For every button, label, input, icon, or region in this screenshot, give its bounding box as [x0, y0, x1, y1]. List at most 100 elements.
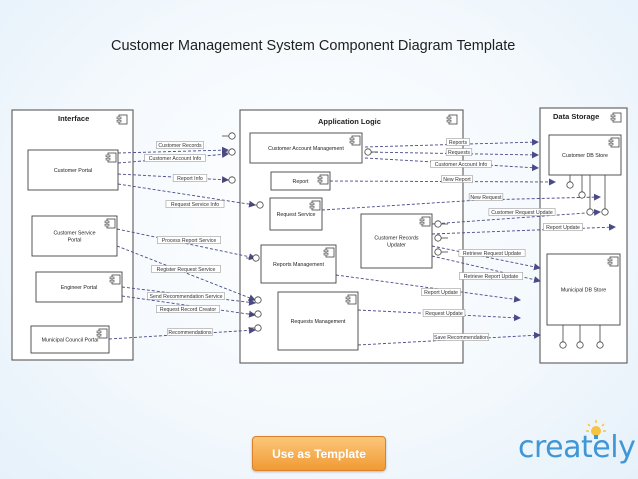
interface-port — [586, 175, 594, 216]
use-as-template-button[interactable]: Use as Template — [252, 436, 386, 471]
svg-text:Request Service Info: Request Service Info — [171, 202, 219, 208]
interface-port — [601, 175, 609, 216]
edge-recommendations[interactable] — [108, 326, 256, 340]
container-title: Data Storage — [553, 112, 599, 121]
svg-text:Request Record Creator: Request Record Creator — [160, 307, 216, 313]
svg-text:Send Recommendation Service: Send Recommendation Service — [150, 294, 223, 300]
svg-text:Reports: Reports — [449, 140, 468, 146]
component-label: Reports Management — [273, 262, 324, 268]
component-report[interactable]: Report — [270, 171, 331, 191]
interface-port — [248, 324, 262, 332]
interface-port — [576, 325, 584, 349]
component-account-mgmt[interactable]: Customer Account Management — [249, 132, 363, 164]
component-label: Municipal Council Portal — [42, 338, 99, 344]
edge-label: Send Recommendation Service — [147, 292, 225, 300]
svg-text:Retrieve Report Update: Retrieve Report Update — [464, 274, 519, 280]
component-label: Report — [293, 179, 309, 185]
interface-port — [222, 176, 236, 184]
edge-label: Report Update — [543, 223, 583, 231]
edge-report-update-2[interactable] — [335, 274, 521, 303]
svg-text:Report Update: Report Update — [546, 225, 580, 231]
edge-label: Recommendations — [167, 328, 213, 336]
component-label: Customer Portal — [54, 168, 92, 174]
interface-port — [434, 248, 448, 256]
edge-label: Requests — [445, 148, 473, 156]
component-customer-db[interactable]: Customer DB Store — [548, 134, 622, 176]
svg-text:Save Recommendation: Save Recommendation — [434, 335, 488, 341]
component-request-service[interactable]: Request Service — [269, 197, 323, 231]
svg-text:Customer Account Info: Customer Account Info — [435, 162, 488, 168]
edge-label: Process Report Service — [157, 236, 221, 244]
component-label: Request Service — [277, 212, 316, 218]
container-title: Application Logic — [318, 117, 381, 126]
interface-port — [250, 201, 264, 209]
svg-text:Customer Account Info: Customer Account Info — [149, 156, 202, 162]
edge-label: Customer Records — [156, 141, 204, 149]
interface-port — [559, 325, 567, 349]
interface-port — [566, 175, 574, 189]
svg-text:Customer Records: Customer Records — [158, 143, 202, 149]
component-council-portal[interactable]: Municipal Council Portal — [30, 325, 110, 354]
svg-text:Recommendations: Recommendations — [168, 330, 212, 336]
edge-customer-request-update[interactable] — [431, 208, 601, 225]
edge-new-request[interactable] — [321, 193, 601, 211]
svg-text:Customer Request Update: Customer Request Update — [491, 210, 553, 216]
component-label: Updater — [387, 243, 406, 249]
component-label: Customer Records — [374, 236, 419, 242]
component-label: Customer DB Store — [562, 153, 608, 159]
svg-text:Report Info: Report Info — [177, 176, 203, 182]
edge-retrieve-request-update[interactable] — [431, 245, 541, 271]
lightbulb-icon — [586, 420, 606, 439]
svg-text:Process Report Service: Process Report Service — [162, 238, 217, 244]
svg-text:Report Update: Report Update — [424, 290, 458, 296]
component-label: Municipal DB Store — [561, 288, 606, 294]
edge-label: Customer Account Info — [144, 154, 206, 162]
component-label: Requests Management — [291, 319, 346, 325]
interface-port — [248, 296, 262, 304]
component-municipal-db[interactable]: Municipal DB Store — [546, 253, 621, 326]
interface-port — [246, 254, 260, 262]
edge-label: New Request — [468, 193, 504, 201]
container-title: Interface — [58, 114, 89, 123]
edge-customer-records[interactable] — [117, 146, 229, 154]
edge-label: Request Record Creator — [156, 305, 220, 313]
component-customer-portal[interactable]: Customer Portal — [27, 149, 119, 191]
component-engineer-portal[interactable]: Engineer Portal — [35, 271, 123, 303]
interface-port — [578, 175, 586, 199]
component-label: Portal — [68, 238, 82, 244]
edge-label: Retrieve Request Update — [458, 249, 526, 257]
edge-label: Report Update — [421, 288, 461, 296]
svg-text:New Request: New Request — [470, 195, 502, 201]
svg-text:New Report: New Report — [443, 177, 471, 183]
interface-port — [222, 148, 236, 156]
edge-label: Customer Request Update — [488, 208, 556, 216]
page-title: Customer Management System Component Dia… — [111, 38, 516, 54]
interface-port — [434, 220, 448, 228]
edge-request-service-info[interactable] — [117, 183, 256, 208]
svg-text:Retrieve Request Update: Retrieve Request Update — [463, 251, 521, 257]
svg-text:Register Request Service: Register Request Service — [157, 267, 216, 273]
edge-report-update[interactable] — [431, 223, 616, 235]
edge-label: Report Info — [172, 174, 208, 182]
interface-port — [364, 148, 378, 156]
edge-label: Register Request Service — [151, 265, 221, 273]
component-reports-mgmt[interactable]: Reports Management — [260, 244, 337, 284]
edge-label: New Report — [441, 175, 473, 183]
interface-port — [434, 234, 448, 242]
edge-label: Customer Account Info — [430, 160, 492, 168]
svg-text:Requests: Requests — [448, 150, 470, 156]
edge-label: Reports — [446, 138, 470, 146]
svg-text:Request Update: Request Update — [425, 311, 463, 317]
edge-label: Request Update — [422, 309, 466, 317]
interface-port — [222, 132, 236, 140]
component-label: Engineer Portal — [61, 285, 98, 291]
interface-port — [248, 310, 262, 318]
component-label: Customer Account Management — [268, 146, 344, 152]
edge-label: Retrieve Report Update — [459, 272, 523, 280]
component-label: Customer Service — [53, 231, 95, 237]
creately-logo: creately — [518, 430, 636, 465]
component-requests-mgmt[interactable]: Requests Management — [277, 291, 359, 351]
